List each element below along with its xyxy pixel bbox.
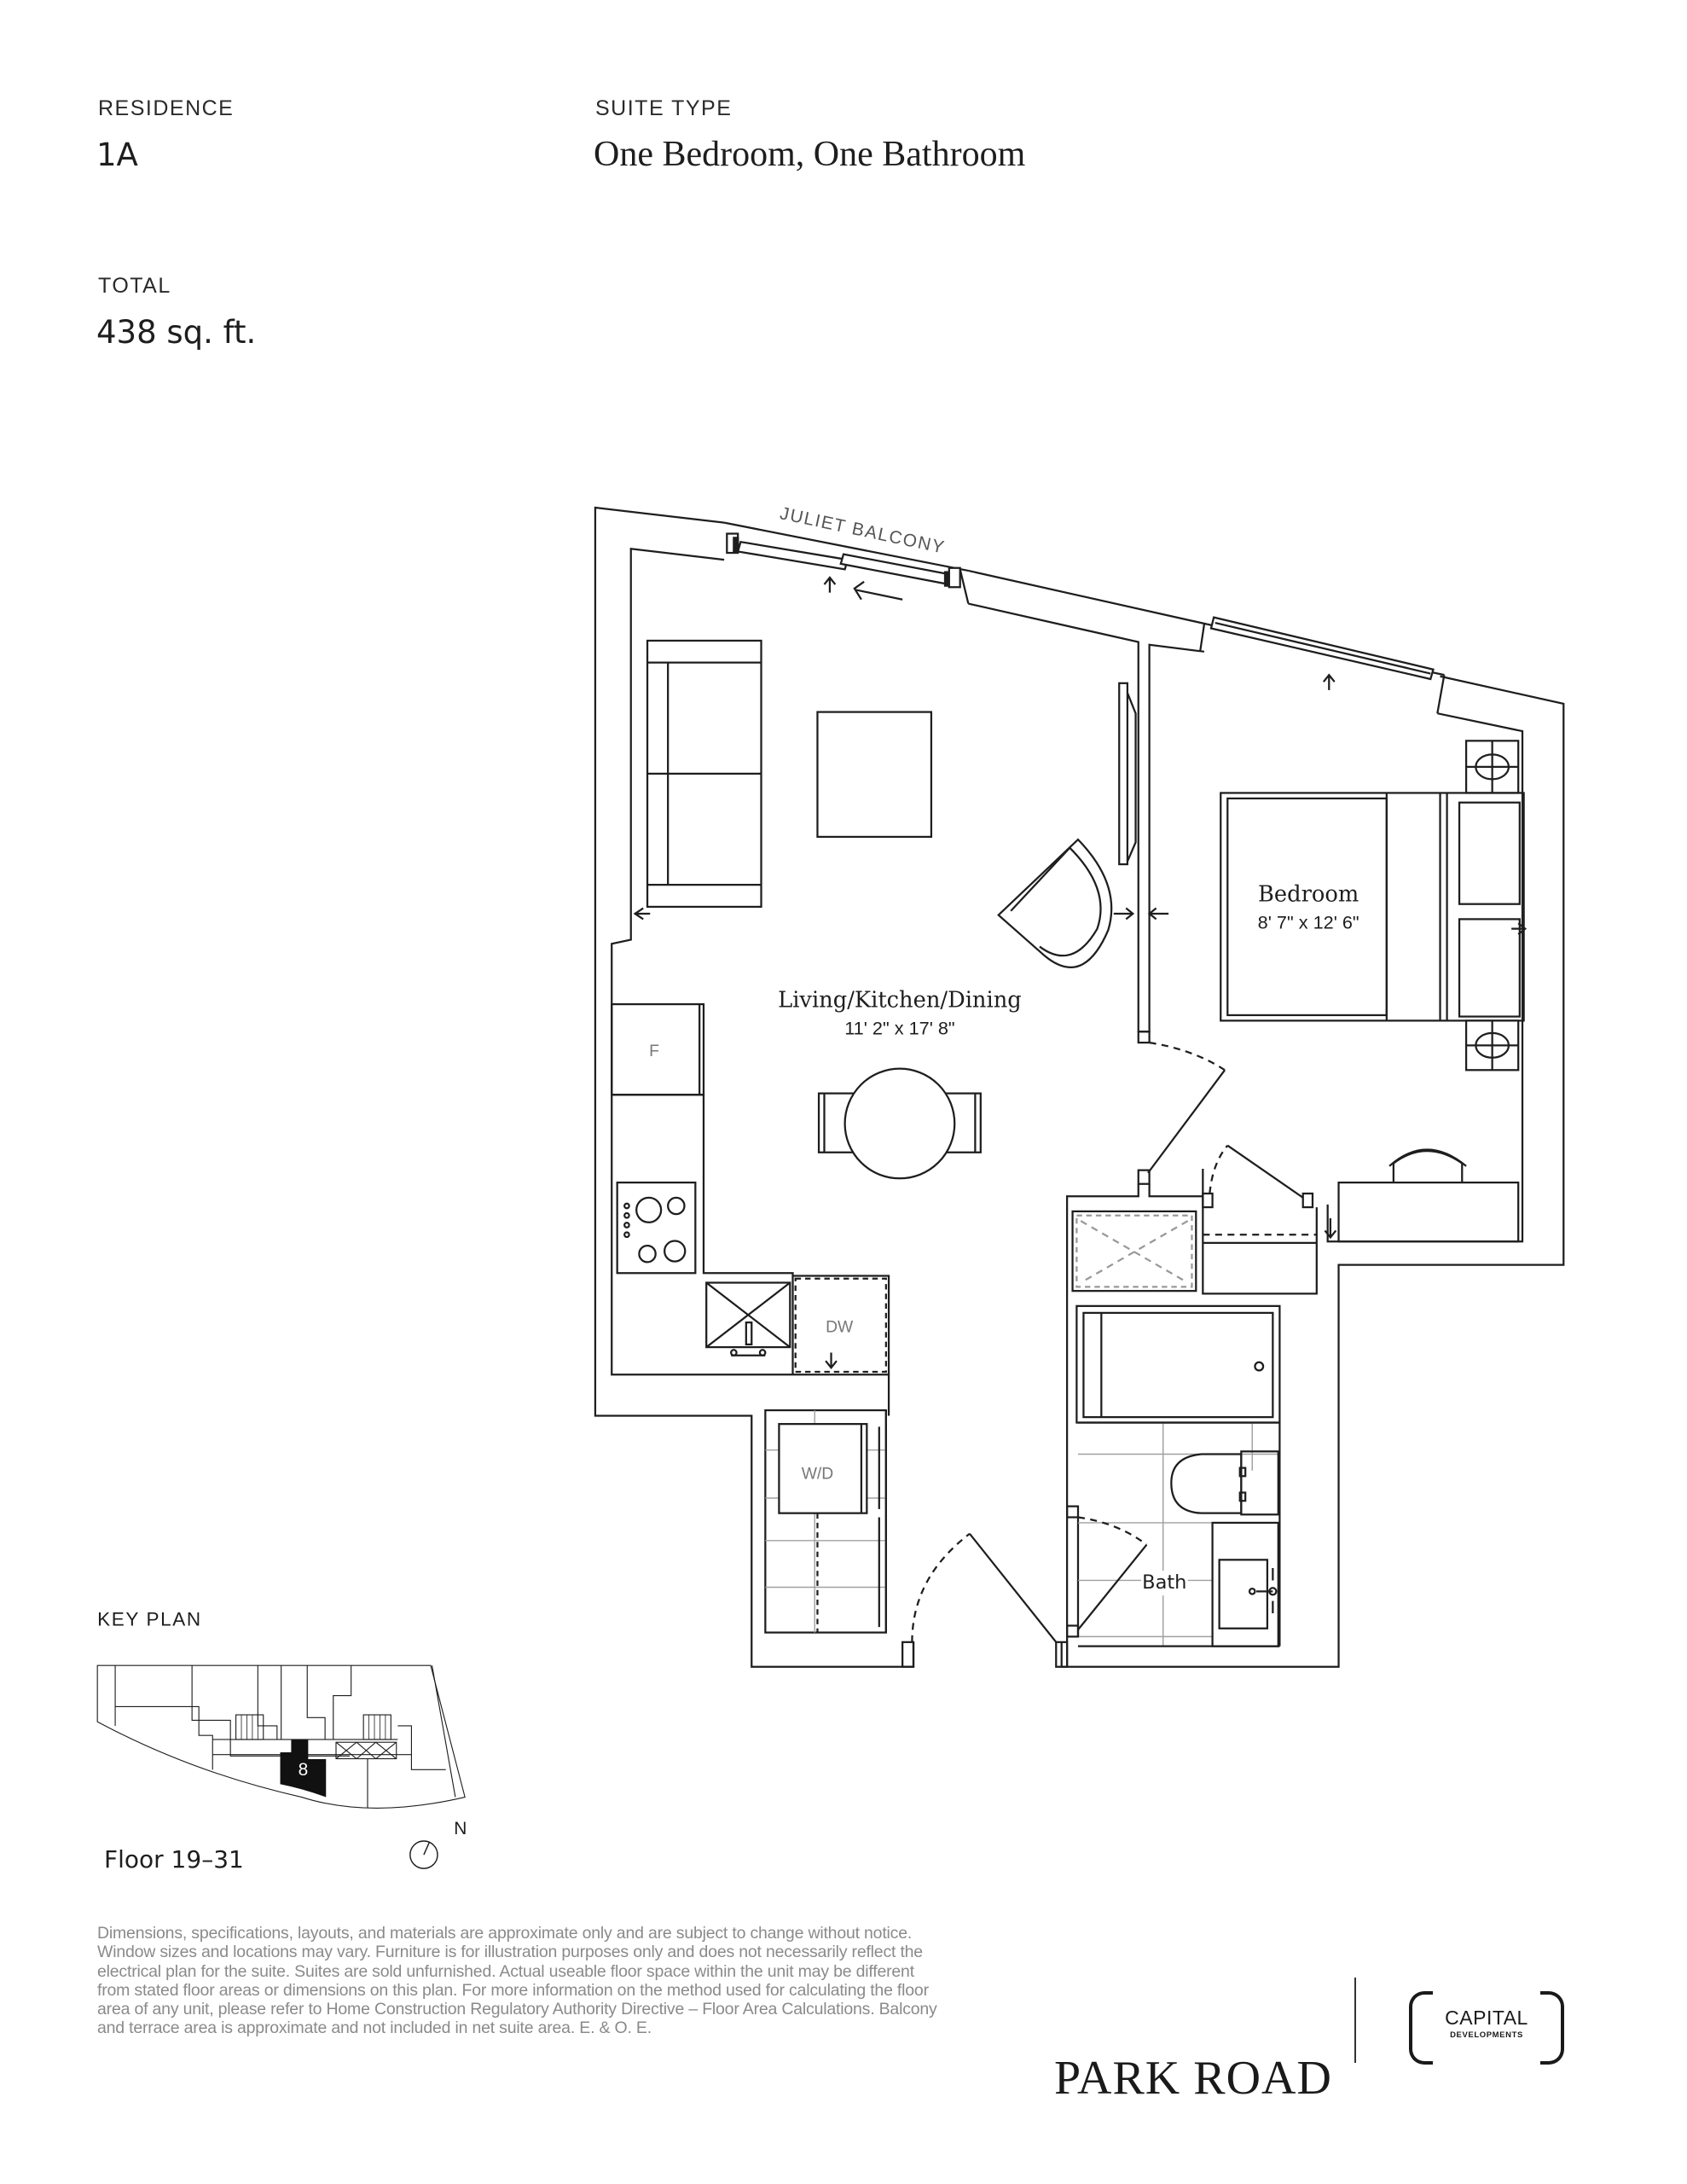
coffee-table <box>816 711 933 839</box>
room-bedroom-name: Bedroom <box>1258 881 1359 907</box>
dishwasher-label: DW <box>826 1318 854 1336</box>
key-plan-map <box>96 1664 466 1809</box>
shower-area <box>1071 1210 1197 1292</box>
key-plan-title: KEY PLAN <box>97 1609 202 1630</box>
bath-floor-tiles <box>1077 1422 1280 1647</box>
room-bedroom-dimensions: 8' 7" x 12' 6" <box>1258 912 1359 933</box>
legal-disclaimer: Dimensions, specifications, layouts, and… <box>97 1924 937 2038</box>
closet <box>1202 1144 1318 1295</box>
armchair <box>997 838 1113 969</box>
desk <box>1324 1148 1520 1243</box>
entry-door <box>901 1532 1069 1668</box>
dining-table <box>817 1067 982 1180</box>
bedroom-window <box>1206 616 1445 690</box>
total-label: TOTAL <box>98 274 171 298</box>
room-living-dimensions: 11' 2" x 17' 8" <box>844 1017 954 1038</box>
brand-logo-park-road: PARK ROAD <box>1054 2052 1332 2105</box>
key-plan-unit-number: 8 <box>299 1760 309 1780</box>
bracket-right-icon <box>1540 1991 1564 2065</box>
dishwasher <box>794 1277 887 1374</box>
toilet <box>1170 1450 1279 1516</box>
developer-sub: DEVELOPMENTS <box>1450 2030 1523 2040</box>
north-label: N <box>454 1819 467 1838</box>
cooktop <box>616 1182 697 1275</box>
nightstand-top <box>1464 740 1520 794</box>
bracket-left-icon <box>1409 1991 1433 2065</box>
juliet-balcony-door <box>723 521 969 601</box>
bed <box>1220 792 1528 1022</box>
north-arrow-icon <box>409 1840 438 1869</box>
sofa <box>633 639 762 921</box>
room-bath-name: Bath <box>1142 1571 1186 1594</box>
capital-developments-logo: CAPITAL DEVELOPMENTS <box>1409 1991 1564 2065</box>
suite-type-value: One Bedroom, One Bathroom <box>594 135 1026 174</box>
bathtub <box>1075 1304 1281 1424</box>
total-value: 438 sq. ft. <box>96 314 257 351</box>
nightstand-bottom <box>1464 1019 1520 1072</box>
bathroom-door <box>1065 1505 1148 1638</box>
fridge-label: F <box>649 1043 659 1060</box>
washer-dryer-label: W/D <box>802 1465 833 1483</box>
suite-type-label: SUITE TYPE <box>595 96 733 120</box>
key-plan-unit-highlight <box>280 1740 327 1798</box>
residence-value: 1A <box>96 136 138 173</box>
developer-name: CAPITAL <box>1445 2007 1528 2029</box>
room-living-name: Living/Kitchen/Dining <box>778 987 1022 1013</box>
laundry-closet <box>764 1409 887 1634</box>
residence-label: RESIDENCE <box>98 96 235 120</box>
vanity-sink <box>1211 1521 1279 1647</box>
logo-divider <box>1354 1978 1356 2063</box>
bedroom-door <box>1137 1031 1226 1185</box>
exterior-walls <box>594 506 1565 1668</box>
floor-range-label: Floor 19–31 <box>104 1845 244 1873</box>
tv-unit <box>1118 682 1137 866</box>
kitchen-sink <box>705 1281 791 1356</box>
